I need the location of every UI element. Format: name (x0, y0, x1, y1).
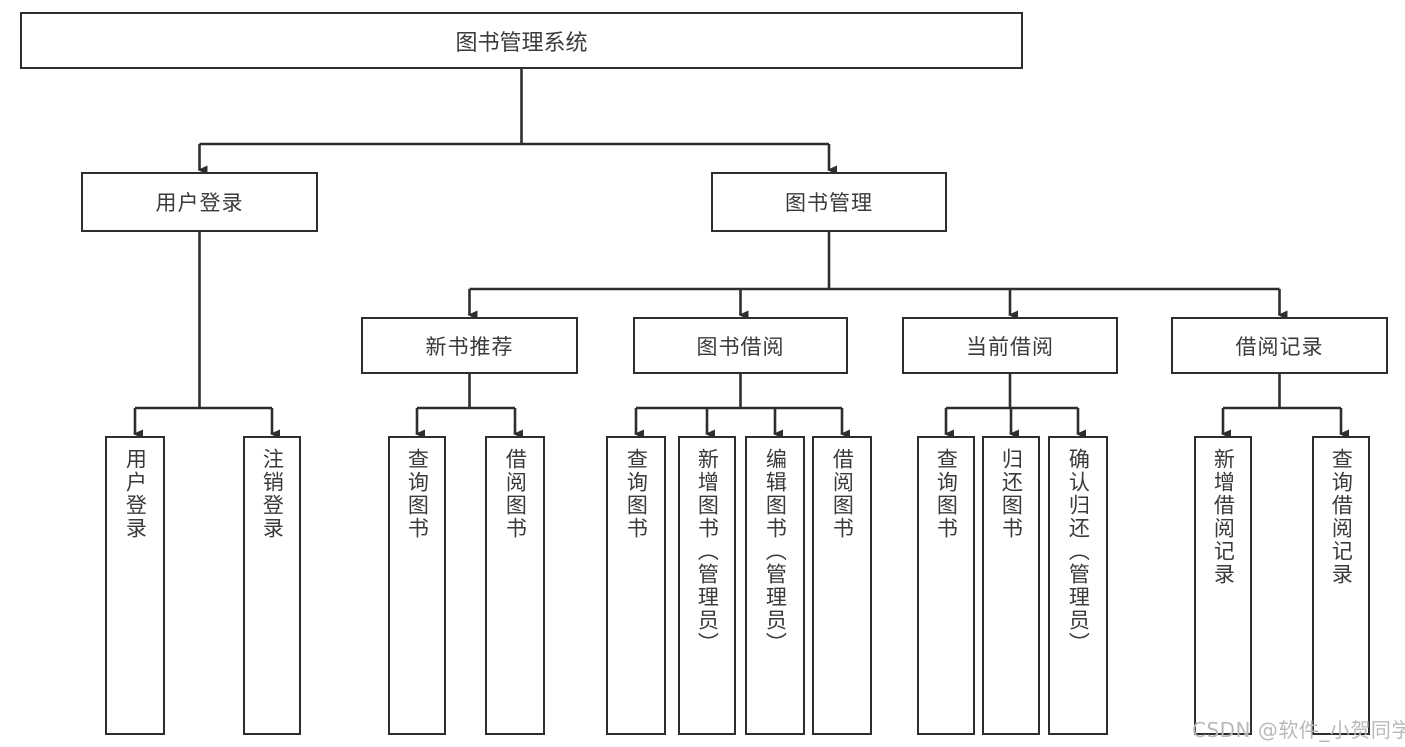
node-label: 查询图书 (405, 448, 430, 540)
node-n-borrow[interactable]: 借阅图书 (485, 436, 545, 735)
node-label: 注销登录 (260, 448, 285, 540)
node-label: 查询图书 (934, 448, 959, 540)
node-label: 借阅图书 (830, 448, 855, 540)
node-l-login[interactable]: 用户登录 (105, 436, 165, 735)
node-root[interactable]: 图书管理系统 (20, 12, 1023, 69)
node-label: 确认归还（管理员） (1066, 448, 1091, 655)
node-b-add[interactable]: 新增图书（管理员） (678, 436, 736, 735)
node-b-edit[interactable]: 编辑图书（管理员） (745, 436, 805, 735)
node-borrow[interactable]: 图书借阅 (633, 317, 848, 374)
node-r-add[interactable]: 新增借阅记录 (1194, 436, 1252, 735)
node-b-borrow[interactable]: 借阅图书 (812, 436, 872, 735)
node-label: 编辑图书（管理员） (763, 448, 788, 655)
node-b-query[interactable]: 查询图书 (606, 436, 666, 735)
watermark-text: CSDN @软件_小贺同学 (1192, 718, 1405, 742)
node-label: 用户登录 (123, 448, 148, 540)
node-bookmgmt[interactable]: 图书管理 (711, 172, 947, 232)
node-label: 查询图书 (624, 448, 649, 540)
node-label: 新书推荐 (425, 334, 514, 359)
node-records[interactable]: 借阅记录 (1171, 317, 1388, 374)
node-label: 用户登录 (155, 191, 244, 215)
node-label: 图书管理 (785, 191, 873, 215)
node-c-query[interactable]: 查询图书 (917, 436, 975, 735)
node-label: 借阅图书 (503, 448, 528, 540)
node-n-query[interactable]: 查询图书 (388, 436, 446, 735)
node-label: 借阅记录 (1235, 334, 1324, 359)
edges (133, 69, 1349, 439)
node-label: 图书借阅 (696, 334, 785, 359)
node-label: 查询借阅记录 (1329, 448, 1354, 586)
node-label: 归还图书 (999, 448, 1024, 540)
node-label: 新增图书（管理员） (695, 448, 720, 655)
node-r-query[interactable]: 查询借阅记录 (1312, 436, 1370, 735)
node-c-return[interactable]: 归还图书 (982, 436, 1040, 735)
node-c-confirm[interactable]: 确认归还（管理员） (1048, 436, 1108, 735)
node-label: 新增借阅记录 (1211, 448, 1236, 586)
node-l-logout[interactable]: 注销登录 (243, 436, 301, 735)
node-label: 图书管理系统 (455, 30, 588, 56)
node-label: 当前借阅 (966, 334, 1054, 359)
node-newbook[interactable]: 新书推荐 (361, 317, 578, 374)
node-current[interactable]: 当前借阅 (902, 317, 1118, 374)
node-login[interactable]: 用户登录 (81, 172, 318, 232)
